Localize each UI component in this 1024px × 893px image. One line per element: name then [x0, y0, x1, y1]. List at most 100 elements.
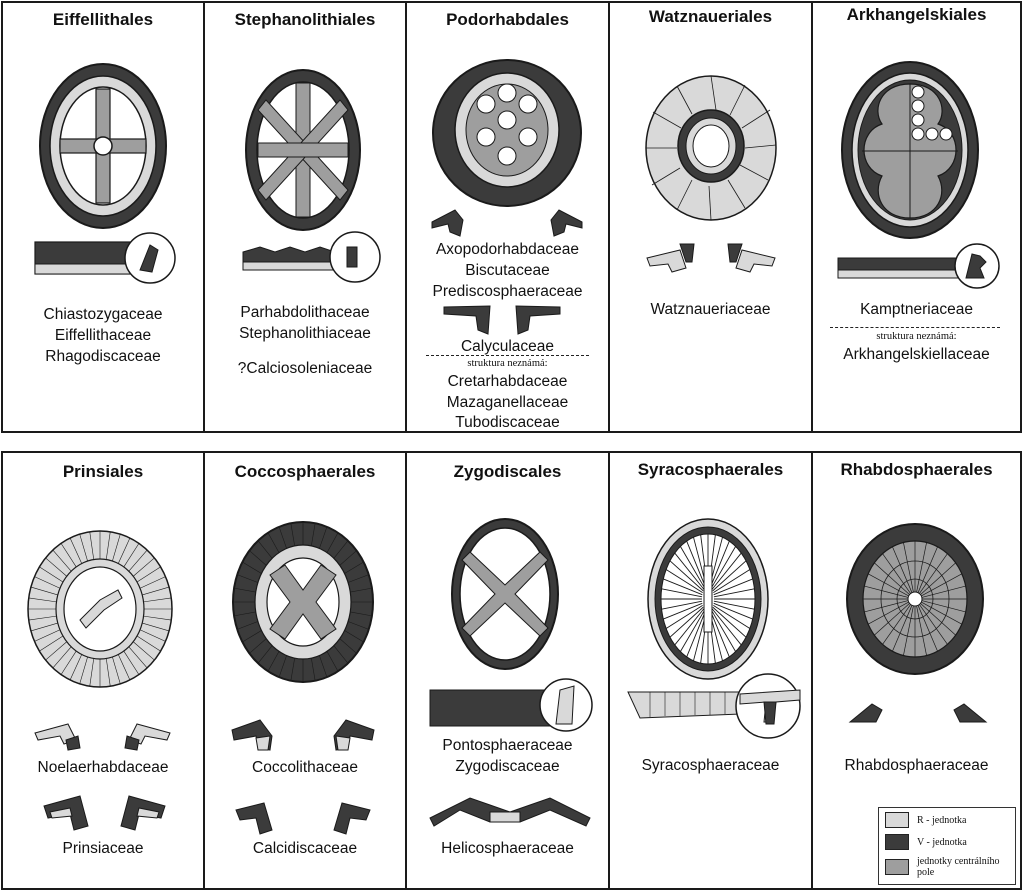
segment-line: [290, 658, 295, 681]
order-title: Arkhangelskiales: [846, 5, 987, 24]
rhabdosphaerales-profile-drawing: [848, 703, 988, 723]
segment-line: [326, 532, 339, 553]
coccosphaerales-profile-lower: [235, 802, 371, 835]
order-title: Watznaueriales: [648, 7, 773, 26]
segment-line: [661, 600, 703, 610]
segment-line: [344, 630, 364, 643]
family-name: Noelaerhabdaceae: [37, 759, 169, 776]
segment-line: [139, 576, 166, 589]
segment-line: [665, 569, 703, 594]
segment-line: [136, 566, 161, 583]
family-name: Arkhangelskiellaceae: [843, 346, 990, 363]
segment-line: [105, 658, 111, 687]
segment-line: [344, 561, 364, 574]
segment-line: [921, 573, 963, 597]
segment-line: [663, 578, 703, 596]
segment-line: [710, 611, 730, 658]
segment-line: [257, 540, 273, 559]
segment-line: [267, 532, 280, 553]
family-name: Calyculaceae: [460, 338, 555, 355]
unknown-structure-note: struktura neznámá:: [467, 358, 548, 369]
order-title: Stephanolithiales: [234, 10, 376, 29]
segment-line: [679, 546, 705, 588]
family-name: Calcidiscaceae: [252, 840, 358, 857]
zygodiscales-coccolith-drawing: [451, 518, 559, 670]
segment-line: [674, 552, 705, 590]
legend-label: R - jednotka: [917, 814, 967, 826]
order-title: Eiffellithales: [52, 10, 154, 29]
segment-line: [52, 646, 72, 669]
family-name: Tubodiscaceae: [455, 414, 560, 431]
order-cell-podorhabdales: Podorhabdales Axopodorhabdaceae Biscutac…: [406, 2, 609, 432]
segment-line: [713, 602, 753, 620]
dashed-separator: [426, 355, 589, 356]
segment-line: [118, 654, 131, 681]
zygodiscales-profile-lower: [429, 797, 591, 827]
unknown-structure-note: struktura neznámá:: [876, 331, 957, 342]
family-name: Prediscosphaeraceae: [432, 283, 583, 300]
segment-line: [52, 549, 72, 572]
segment-line: [920, 603, 956, 636]
segment-line: [864, 585, 909, 598]
segment-line: [712, 606, 747, 638]
segment-line: [69, 654, 82, 681]
segment-line: [142, 622, 170, 632]
order-cell-prinsiales: Prinsiales Noelaerhabdaceae Prinsiaceae: [2, 452, 204, 889]
segment-line: [867, 573, 909, 597]
segment-line: [874, 562, 910, 595]
segment-line: [903, 542, 914, 593]
order-title: Prinsiales: [62, 462, 144, 481]
segment-line: [919, 604, 948, 645]
family-name: Eiffellithaceae: [54, 327, 152, 344]
zygodiscales-profile-drawing: [429, 678, 593, 732]
segment-line: [711, 608, 742, 646]
legend-swatch: [885, 834, 909, 850]
segment-line: [237, 621, 259, 630]
order-title: Coccosphaerales: [234, 462, 376, 481]
segment-line: [713, 600, 755, 610]
segment-line: [89, 658, 95, 687]
podorhabdales-coccolith-drawing: [432, 59, 582, 207]
segment-line: [28, 597, 57, 603]
family-name: Rhagodiscaceae: [45, 348, 161, 365]
segment-line: [665, 604, 703, 629]
order-cell-eiffellithales: Eiffellithales Chiastozygaceae Eiffellit…: [2, 2, 204, 432]
coccosphaerales-coccolith-drawing: [232, 521, 374, 683]
order-cell-syracosphaerales: Syracosphaerales Syracosphaeraceae: [609, 452, 812, 889]
podorhabdales-profile-lower: [443, 305, 561, 335]
segment-line: [133, 557, 155, 577]
order-cell-rhabdosphaerales: Rhabdosphaerales Rhabdosphaeraceae: [812, 452, 1021, 889]
segment-line: [79, 656, 88, 684]
segment-line: [278, 526, 287, 549]
stephanolithiales-coccolith-drawing: [245, 69, 361, 231]
segment-line: [249, 638, 267, 654]
eiffellithales-coccolith-drawing: [39, 63, 167, 229]
family-name: Pontosphaeraceae: [442, 737, 573, 754]
stephanolithiales-profile-drawing: [242, 231, 381, 283]
segment-line: [882, 604, 911, 645]
segment-line: [921, 585, 966, 598]
segment-line: [710, 540, 730, 587]
segment-line: [139, 629, 166, 642]
segment-line: [34, 576, 61, 589]
prinsiales-coccolith-drawing: [27, 530, 173, 688]
arkhangelskiales-coccolith-drawing: [841, 61, 979, 239]
segment-line: [713, 578, 753, 596]
family-name: Biscutaceae: [465, 262, 550, 279]
segment-line: [136, 635, 161, 652]
segment-line: [128, 549, 148, 572]
segment-line: [34, 629, 61, 642]
order-title: Podorhabdales: [446, 10, 569, 29]
segment-line: [133, 641, 155, 661]
segment-line: [874, 603, 910, 636]
segment-line: [79, 534, 88, 562]
order-cell-watznaueriales: Watznaueriales Watznaueriaceae: [609, 2, 812, 432]
family-name: Cretarhabdaceae: [447, 373, 568, 390]
segment-line: [713, 588, 755, 598]
family-name: Rhabdosphaeraceae: [844, 757, 989, 774]
family-name: Parhabdolithaceae: [240, 304, 370, 321]
segment-line: [713, 569, 751, 594]
segment-line: [669, 560, 704, 592]
segment-line: [39, 635, 64, 652]
